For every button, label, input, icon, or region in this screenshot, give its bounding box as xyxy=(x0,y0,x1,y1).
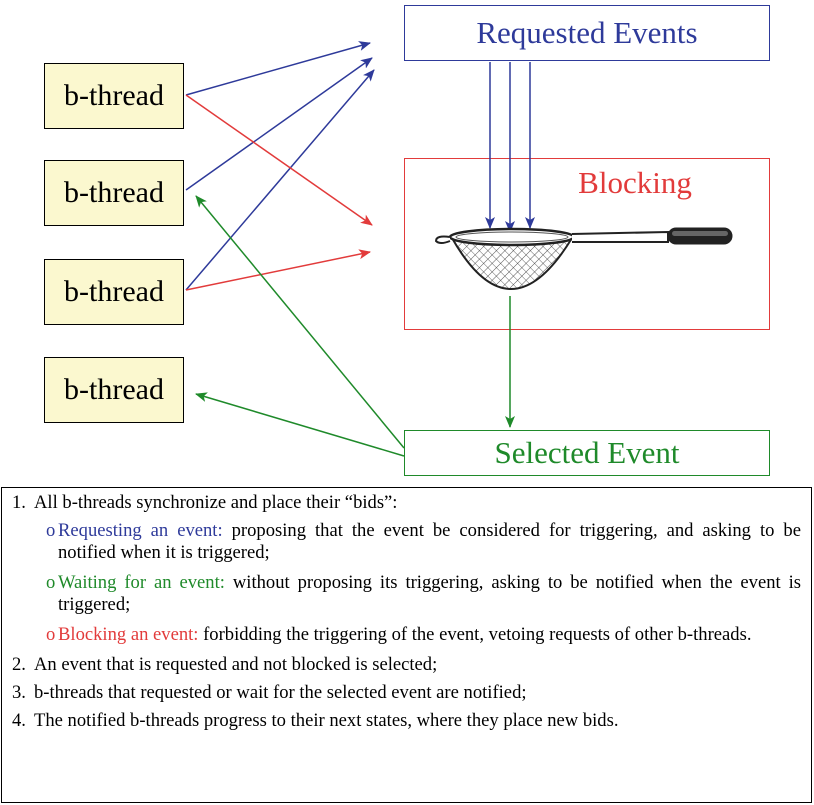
request-arrow xyxy=(185,57,373,191)
step-text: All b-threads synchronize and place thei… xyxy=(34,492,398,513)
bullet-text: proposing that the event be considered f… xyxy=(58,520,801,563)
strainer-icon xyxy=(434,227,733,290)
request-arrow xyxy=(185,41,371,96)
step-text: b-threads that requested or wait for the… xyxy=(34,682,527,703)
blocking-label: Blocking xyxy=(578,165,692,200)
request-arrow xyxy=(185,69,375,291)
bthread-label: b-thread xyxy=(64,373,164,406)
step-number: 4. xyxy=(12,710,26,731)
bthread-label: b-thread xyxy=(64,79,164,112)
step-4: 4. The notified b-threads progress to the… xyxy=(12,710,801,732)
step-number: 1. xyxy=(12,492,26,513)
step-3: 3. b-threads that requested or wait for t… xyxy=(12,682,801,704)
step-text: The notified b-threads progress to their… xyxy=(34,710,619,731)
step-1: 1. All b-threads synchronize and place th… xyxy=(12,492,801,514)
selected-event-box: Selected Event xyxy=(404,430,770,476)
block-arrow xyxy=(185,94,373,226)
selected-event-label: Selected Event xyxy=(494,435,680,470)
bullet-text: without proposing its triggering, asking… xyxy=(58,572,802,615)
wait-notify-arrow xyxy=(195,195,405,449)
bthread-box-4: b-thread xyxy=(44,357,184,423)
bthread-label: b-thread xyxy=(64,176,164,209)
requested-events-box: Requested Events xyxy=(404,5,770,61)
step-text: An event that is requested and not block… xyxy=(34,654,438,675)
step-2: 2. An event that is requested and not blo… xyxy=(12,654,801,676)
bthread-label: b-thread xyxy=(64,275,164,308)
bullet-mark: o xyxy=(46,572,56,593)
bullet-heading: Waiting for an event: xyxy=(58,572,225,593)
bthread-box-1: b-thread xyxy=(44,63,184,129)
bullet-text: forbidding the triggering of the event, … xyxy=(198,624,752,645)
blocking-box: Blocking xyxy=(404,158,770,330)
bthread-box-3: b-thread xyxy=(44,259,184,325)
bullet-mark: o xyxy=(46,624,56,645)
bullet-mark: o xyxy=(46,520,56,541)
wait-notify-arrow xyxy=(195,392,405,457)
bp-diagram: b-thread b-thread b-thread b-thread Requ… xyxy=(44,5,770,476)
steps-panel: 1. All b-threads synchronize and place th… xyxy=(1,487,812,803)
step-number: 2. xyxy=(12,654,26,675)
bthread-box-2: b-thread xyxy=(44,160,184,226)
bullet-heading: Blocking an event: xyxy=(58,624,199,645)
arrows-layer xyxy=(185,41,733,457)
requested-events-label: Requested Events xyxy=(476,15,698,50)
block-arrow xyxy=(185,249,371,291)
bullet-heading: Requesting an event: xyxy=(58,520,223,541)
step-number: 3. xyxy=(12,682,26,703)
